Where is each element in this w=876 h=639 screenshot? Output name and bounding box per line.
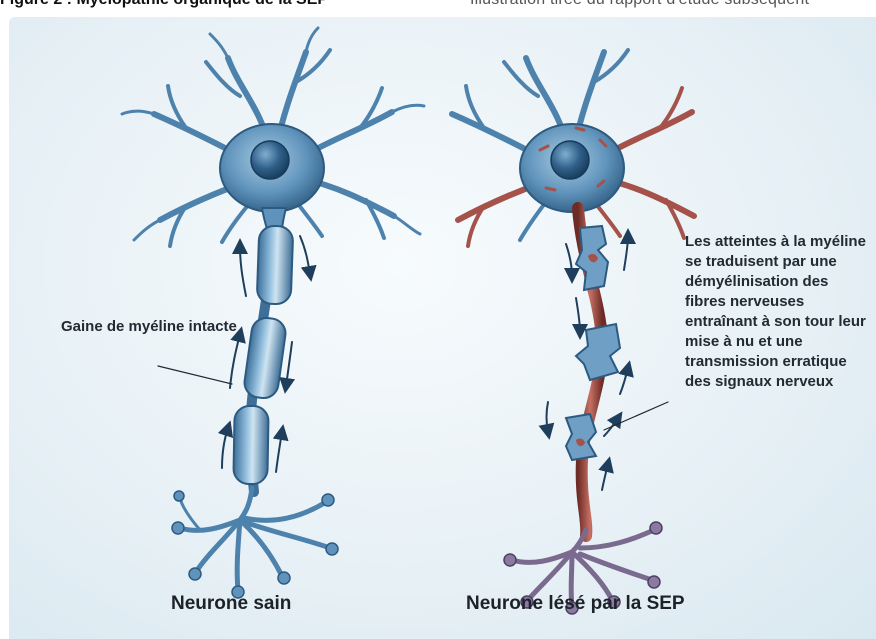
- damaged-leader-line: [604, 402, 668, 430]
- damaged-neuron: [452, 50, 694, 614]
- damaged-axon: [566, 208, 620, 536]
- healthy-nucleus: [251, 141, 289, 179]
- myelin-sheath-3: [233, 406, 268, 485]
- healthy-neuron: [122, 28, 424, 598]
- damaged-neuron-caption: Neurone lésé par la SEP: [466, 593, 685, 615]
- damaged-myelin-2: [576, 324, 620, 380]
- healthy-myelin-label: Gaine de myéline intacte: [61, 317, 241, 337]
- header-strip: Figure 2 : Myélopathie organique de la S…: [0, 0, 876, 12]
- lesion-explanation-label: Les atteintes à la myéline se traduisent…: [685, 232, 870, 392]
- myelin-sheath-2: [243, 316, 288, 400]
- figure-title-fragment: Figure 2 : Myélopathie organique de la S…: [0, 0, 328, 9]
- figure-source-fragment: Illustration tirée du rapport d'étude su…: [470, 0, 809, 9]
- healthy-neuron-caption: Neurone sain: [171, 593, 291, 615]
- damaged-myelin-3: [566, 414, 596, 460]
- healthy-axon: [233, 225, 293, 492]
- figure-panel: Gaine de myéline intacte Les atteintes à…: [9, 17, 876, 639]
- healthy-axon-terminals: [180, 488, 330, 590]
- damaged-nucleus: [551, 141, 589, 179]
- healthy-leader-line: [158, 366, 232, 384]
- myelin-sheath-1: [257, 225, 294, 304]
